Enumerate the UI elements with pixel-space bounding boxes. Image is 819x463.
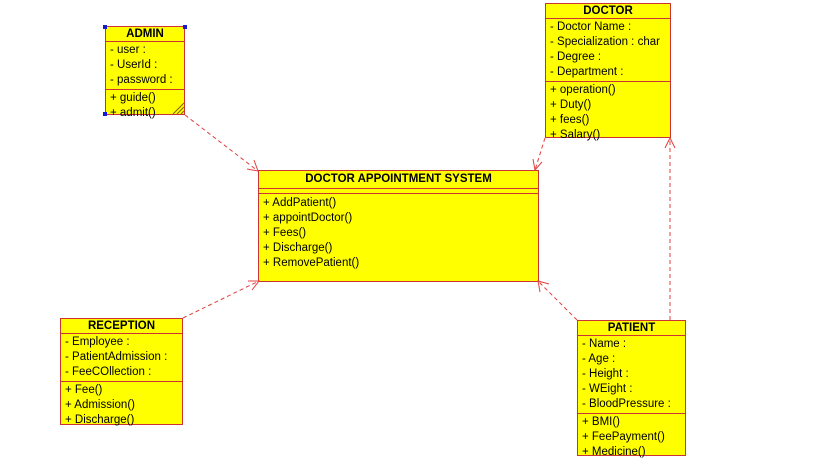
dependency-doctor-to-system — [534, 137, 546, 171]
attribute: - user : — [110, 44, 146, 56]
class-patient[interactable]: PATIENT - Name : - Age : - Height : - WE… — [577, 320, 686, 458]
attribute: - Doctor Name : — [550, 21, 632, 33]
operations-section: + operation() + Duty() + fees() + Salary… — [546, 82, 670, 144]
class-doctor[interactable]: DOCTOR - Doctor Name : - Specialization … — [545, 3, 671, 141]
class-doctor-appointment-system[interactable]: DOCTOR APPOINTMENT SYSTEM + AddPatient()… — [258, 170, 539, 282]
attribute: - Employee : — [65, 336, 130, 348]
operation: + Discharge() — [65, 414, 135, 426]
attributes-section: - user : - UserId : - password : — [106, 42, 184, 90]
arrowhead-icon — [248, 280, 261, 291]
attribute: - Department : — [550, 66, 624, 78]
operations-section: + BMI() + FeePayment() + Medicine() — [578, 414, 685, 461]
attribute: - Specialization : char — [550, 36, 660, 48]
attribute: - UserId : — [110, 59, 158, 71]
operations-section: + AddPatient() + appointDoctor() + Fees(… — [259, 194, 538, 272]
operation: + AddPatient() — [263, 197, 337, 209]
class-admin[interactable]: ADMIN - user : - UserId : - password : +… — [105, 26, 185, 119]
class-name: ADMIN — [106, 27, 184, 42]
operation: + BMI() — [582, 416, 621, 428]
attribute: - Degree : — [550, 51, 602, 63]
class-reception[interactable]: RECEPTION - Employee : - PatientAdmissio… — [60, 318, 183, 426]
attribute: - password : — [110, 74, 173, 86]
dependency-patient-to-system — [537, 280, 578, 321]
operation: + RemovePatient() — [263, 257, 360, 269]
operation: + admit() — [110, 107, 156, 119]
attributes-section: - Employee : - PatientAdmission : - FeeC… — [61, 334, 182, 382]
operation: + Fees() — [263, 227, 307, 239]
attribute: - PatientAdmission : — [65, 351, 168, 363]
operation: + Salary() — [550, 129, 601, 141]
operation: + Discharge() — [263, 242, 333, 254]
operation: + Admission() — [65, 399, 135, 411]
attribute: - FeeCOllection : — [65, 366, 152, 378]
operation: + guide() — [110, 92, 156, 104]
operation: + operation() — [550, 84, 616, 96]
class-name: RECEPTION — [61, 319, 182, 334]
selection-handle[interactable] — [103, 112, 107, 116]
operations-section: + Fee() + Admission() + Discharge() — [61, 382, 182, 429]
selection-handle[interactable] — [103, 25, 107, 29]
operation: + FeePayment() — [582, 431, 665, 443]
attributes-section: - Name : - Age : - Height : - WEight : -… — [578, 336, 685, 414]
attribute: - Name : — [582, 338, 627, 350]
attribute: - Height : — [582, 368, 629, 380]
attribute: - BloodPressure : — [582, 398, 671, 410]
attribute: - WEight : — [582, 383, 633, 395]
selection-handle[interactable] — [183, 25, 187, 29]
operation: + appointDoctor() — [263, 212, 353, 224]
resize-grip-icon[interactable] — [171, 101, 185, 115]
operation: + Duty() — [550, 99, 592, 111]
attributes-section — [259, 189, 538, 194]
dependency-admin-to-system — [184, 114, 259, 172]
operation: + Fee() — [65, 384, 103, 396]
class-name: PATIENT — [578, 321, 685, 336]
operation: + fees() — [550, 114, 590, 126]
arrowhead-icon — [532, 158, 543, 172]
operations-section: + guide() + admit() — [106, 90, 184, 122]
class-name: DOCTOR APPOINTMENT SYSTEM — [259, 171, 538, 189]
attribute: - Age : — [582, 353, 616, 365]
arrowhead-icon — [537, 280, 550, 293]
operation: + Medicine() — [582, 446, 646, 458]
class-name: DOCTOR — [546, 4, 670, 19]
attributes-section: - Doctor Name : - Specialization : char … — [546, 19, 670, 82]
arrowhead-icon — [246, 159, 259, 172]
dependency-reception-to-system — [182, 280, 260, 319]
